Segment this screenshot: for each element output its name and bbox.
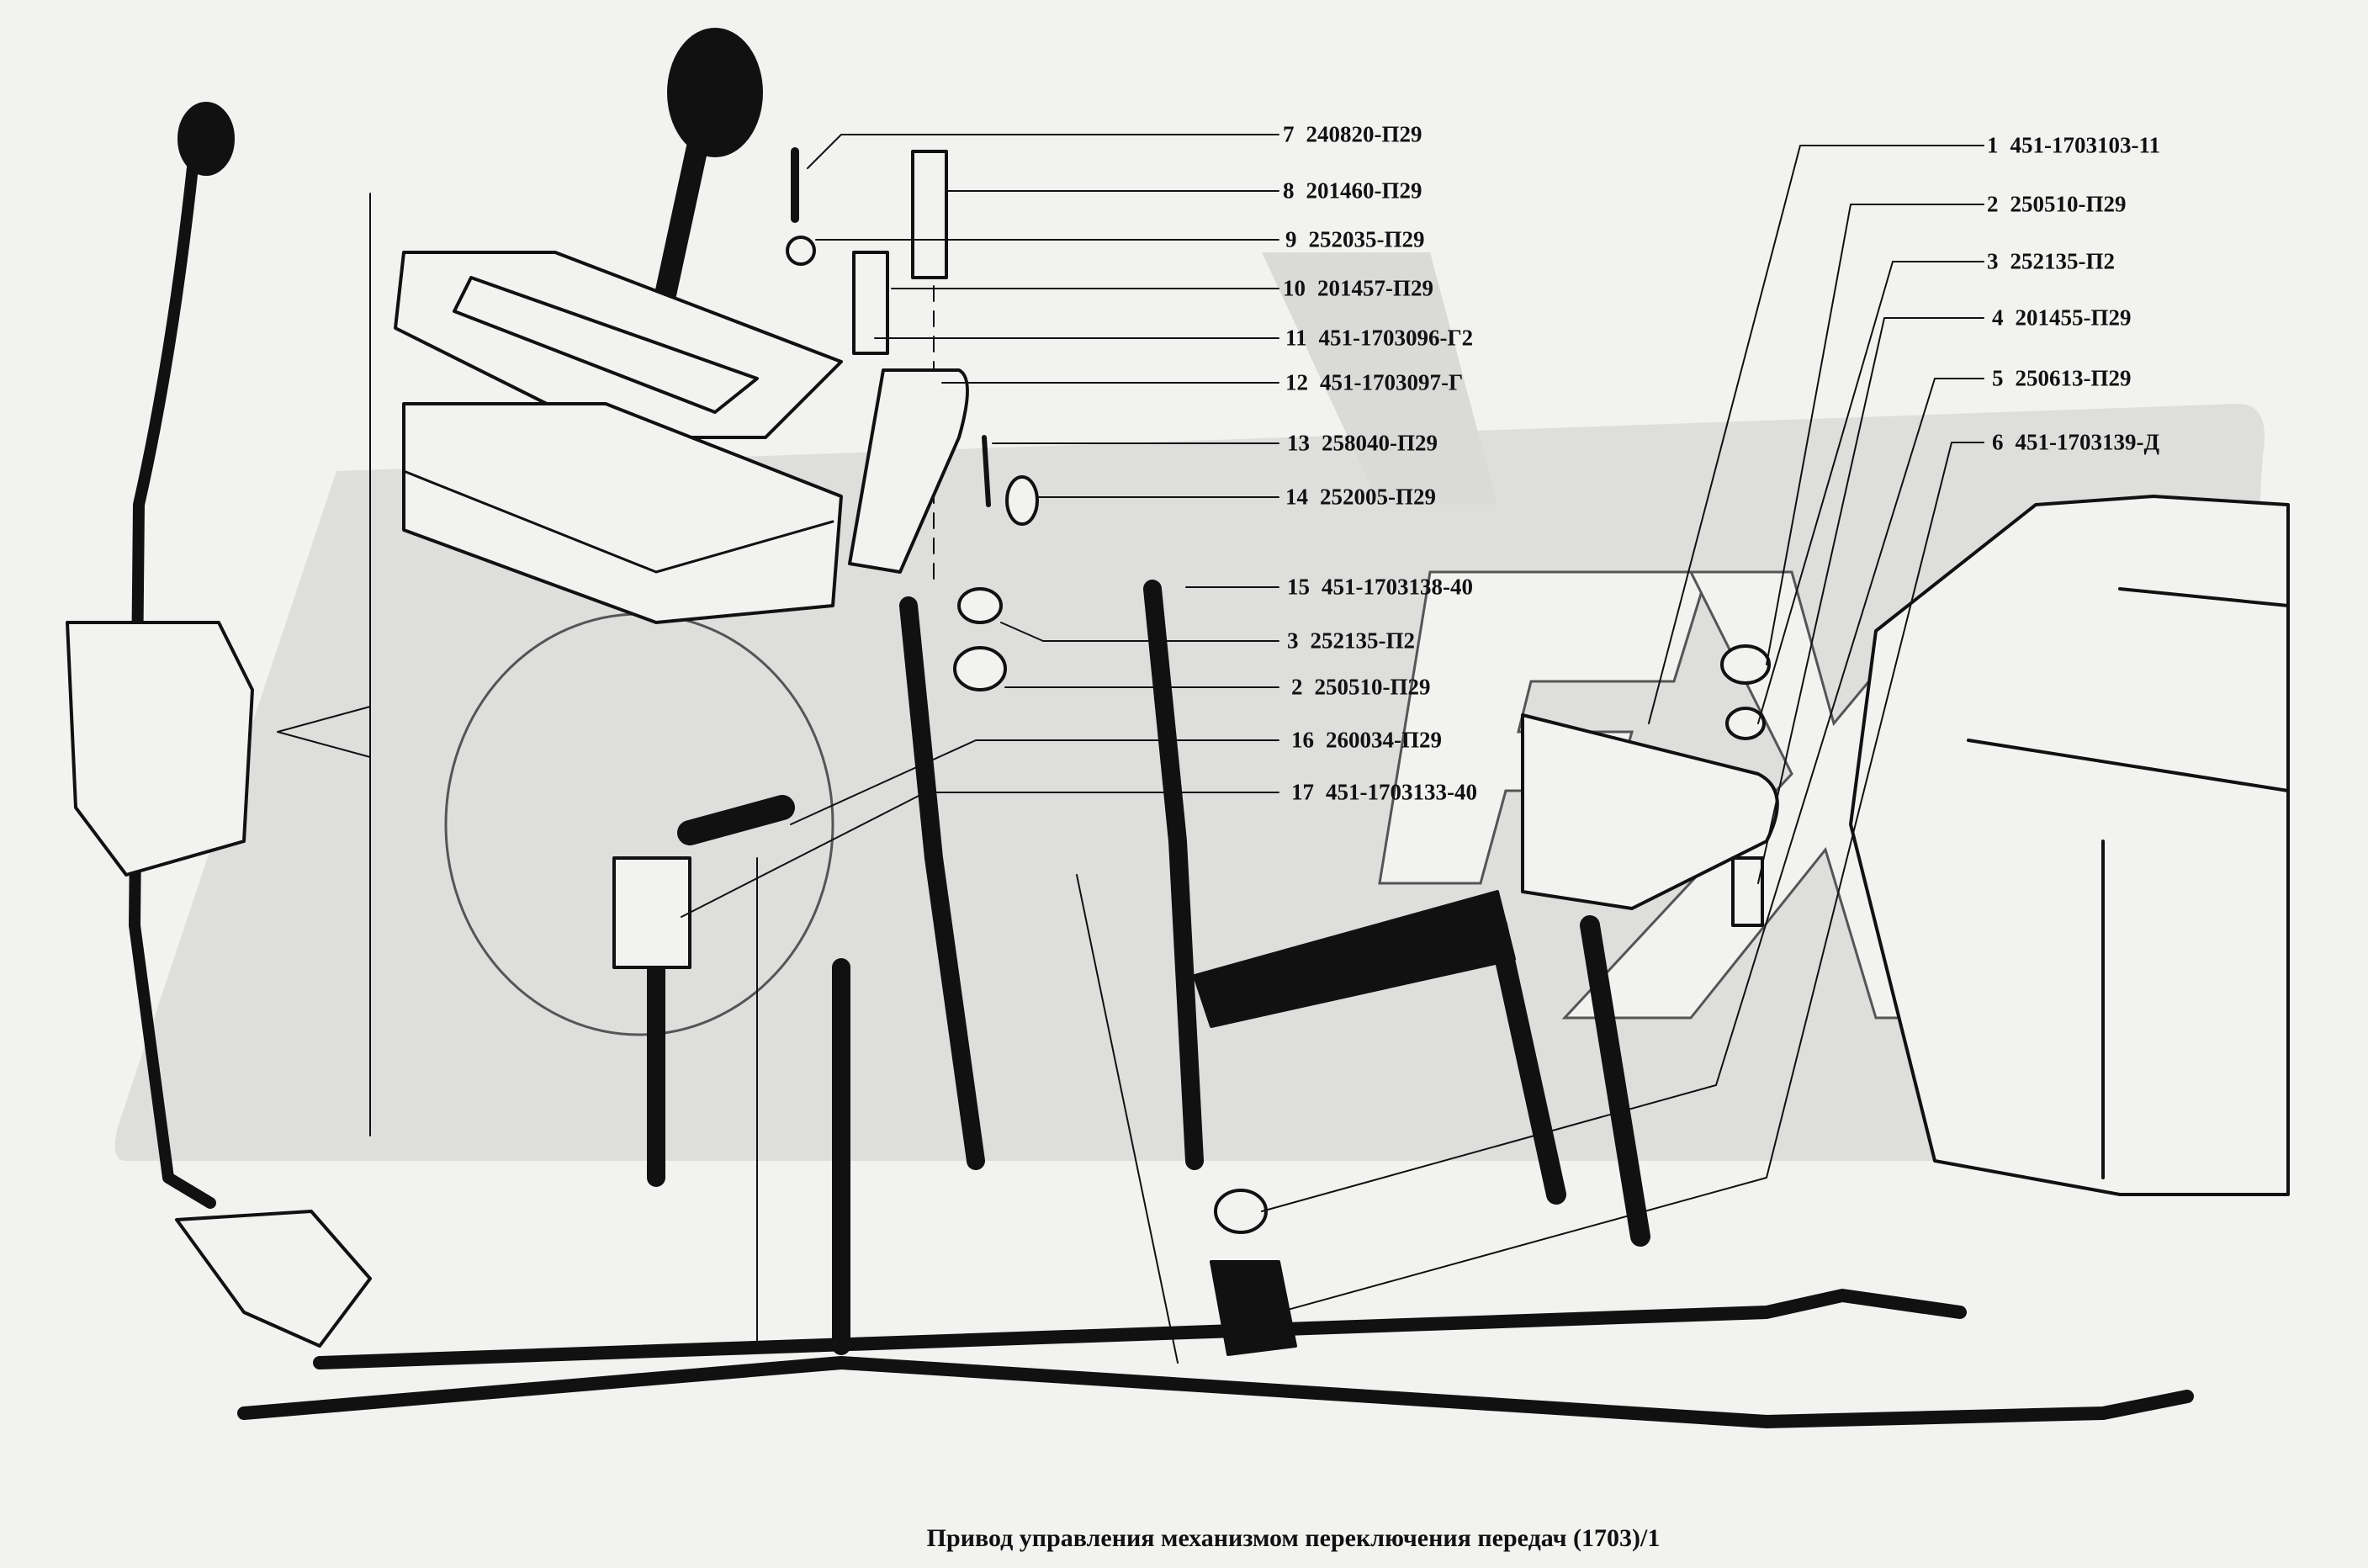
part-number: 201460-П29 (1306, 177, 1422, 204)
part-number: 252005-П29 (1320, 484, 1436, 510)
rod-center (899, 596, 985, 1170)
gearbox-housing (1849, 495, 2290, 1196)
part-number: 260034-П29 (1326, 727, 1442, 753)
part-number: 201457-П29 (1317, 275, 1433, 301)
leader-lines-right (1261, 145, 1984, 1313)
part-number: 201455-П29 (2015, 305, 2132, 331)
part-number: 451-1703103-11 (2010, 132, 2161, 158)
clevis-17 (612, 856, 691, 969)
left-lever-mechanism (66, 621, 254, 877)
lever-arm-down-2 (1580, 915, 1650, 1247)
bolt-10 (852, 251, 889, 355)
bolt-8 (911, 150, 948, 279)
part-number: 451-1703139-Д (2015, 429, 2160, 455)
bolt-4 (1731, 856, 1764, 927)
gear-knob (667, 28, 763, 157)
long-rod-lower (237, 1356, 2194, 1428)
left-gear-lever (129, 112, 216, 1209)
block-6 (1210, 1260, 1297, 1356)
washer-9 (786, 236, 816, 266)
part-number: 250510-П29 (1314, 674, 1431, 700)
part-number: 252135-П2 (1310, 628, 1416, 654)
part-number: 258040-П29 (1322, 430, 1438, 456)
left-lever-knob (177, 102, 235, 176)
drawing-lines (66, 28, 2290, 1428)
nut-2-center (953, 646, 1007, 691)
nut-2-right (1720, 644, 1771, 685)
lever-arm-down-1 (1487, 915, 1566, 1205)
washer-3-right (1725, 707, 1766, 740)
bracket-12 (848, 368, 969, 574)
part-number: 451-1703097-Г (1320, 369, 1464, 395)
housing-box (402, 402, 843, 624)
long-rod-upper (313, 1289, 1967, 1369)
part-number: 240820-П29 (1306, 121, 1422, 147)
nut-5 (1214, 1189, 1268, 1234)
part-number: 451-1703133-40 (1326, 779, 1477, 805)
washer-14 (1005, 475, 1039, 526)
part-number: 252035-П29 (1308, 226, 1425, 252)
rod-15 (1143, 580, 1204, 1170)
cotter-pin-13 (982, 435, 991, 507)
caption-text: Привод управления механизмом переключени… (926, 1524, 1661, 1552)
leader-lines-left (681, 134, 1279, 918)
lever-assembly-1 (1521, 713, 1779, 910)
part-number: 250613-П29 (2015, 365, 2132, 391)
part-number: 252135-П2 (2010, 248, 2116, 274)
part-number: 451-1703096-Г2 (1318, 325, 1474, 351)
part-number: 250510-П29 (2010, 191, 2127, 217)
pin-16 (677, 795, 795, 845)
part-number: 451-1703138-40 (1322, 574, 1473, 600)
washer-3-center (957, 587, 1003, 624)
cover-plate (394, 251, 843, 439)
diagram-caption: Привод управления механизмом переключени… (0, 1524, 2368, 1553)
